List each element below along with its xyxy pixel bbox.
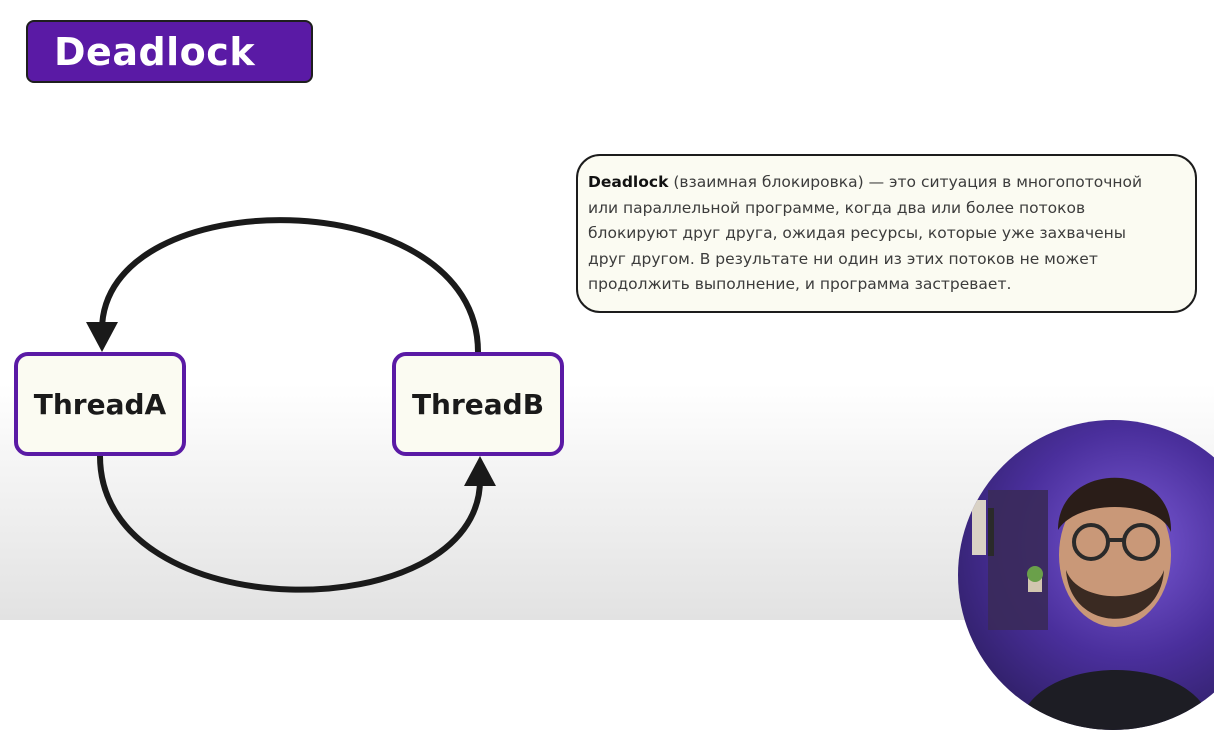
definition-line-3: блокируют друг друга, ожидая ресурсы, ко… — [588, 224, 1127, 242]
definition-term: Deadlock — [588, 173, 669, 191]
definition-line-2: или параллельной программе, когда два ил… — [588, 198, 1086, 217]
shelf-books-2 — [988, 508, 994, 556]
node-thread-b: ThreadB — [392, 352, 564, 456]
definition-line-4: друг другом. В результате ни один из эти… — [588, 249, 1098, 268]
arrow-down-icon — [86, 322, 118, 352]
plant — [1027, 566, 1043, 582]
node-thread-a-label: ThreadA — [33, 387, 167, 421]
definition-box: Deadlock (взаимная блокировка) — это сит… — [576, 154, 1197, 313]
plant-pot — [1028, 578, 1042, 592]
definition-line-1: (взаимная блокировка) — это ситуация в м… — [668, 173, 1143, 191]
shelf — [988, 490, 1048, 630]
cycle-arrows — [86, 217, 496, 593]
presenter-body — [1018, 670, 1213, 730]
node-thread-a: ThreadA — [14, 352, 186, 456]
title-badge: Deadlock — [26, 20, 313, 83]
arrow-up-icon — [464, 456, 496, 486]
node-thread-b-label: ThreadB — [411, 387, 545, 421]
presenter-beard — [1066, 570, 1164, 619]
arrow-a-to-b — [97, 453, 483, 593]
definition-line-5: продолжить выполнение, и программа застр… — [588, 275, 1012, 293]
presenter-hair — [1058, 477, 1172, 532]
shelf-books — [972, 500, 986, 555]
arrow-b-to-a — [99, 217, 481, 355]
page-title: Deadlock — [54, 29, 256, 74]
